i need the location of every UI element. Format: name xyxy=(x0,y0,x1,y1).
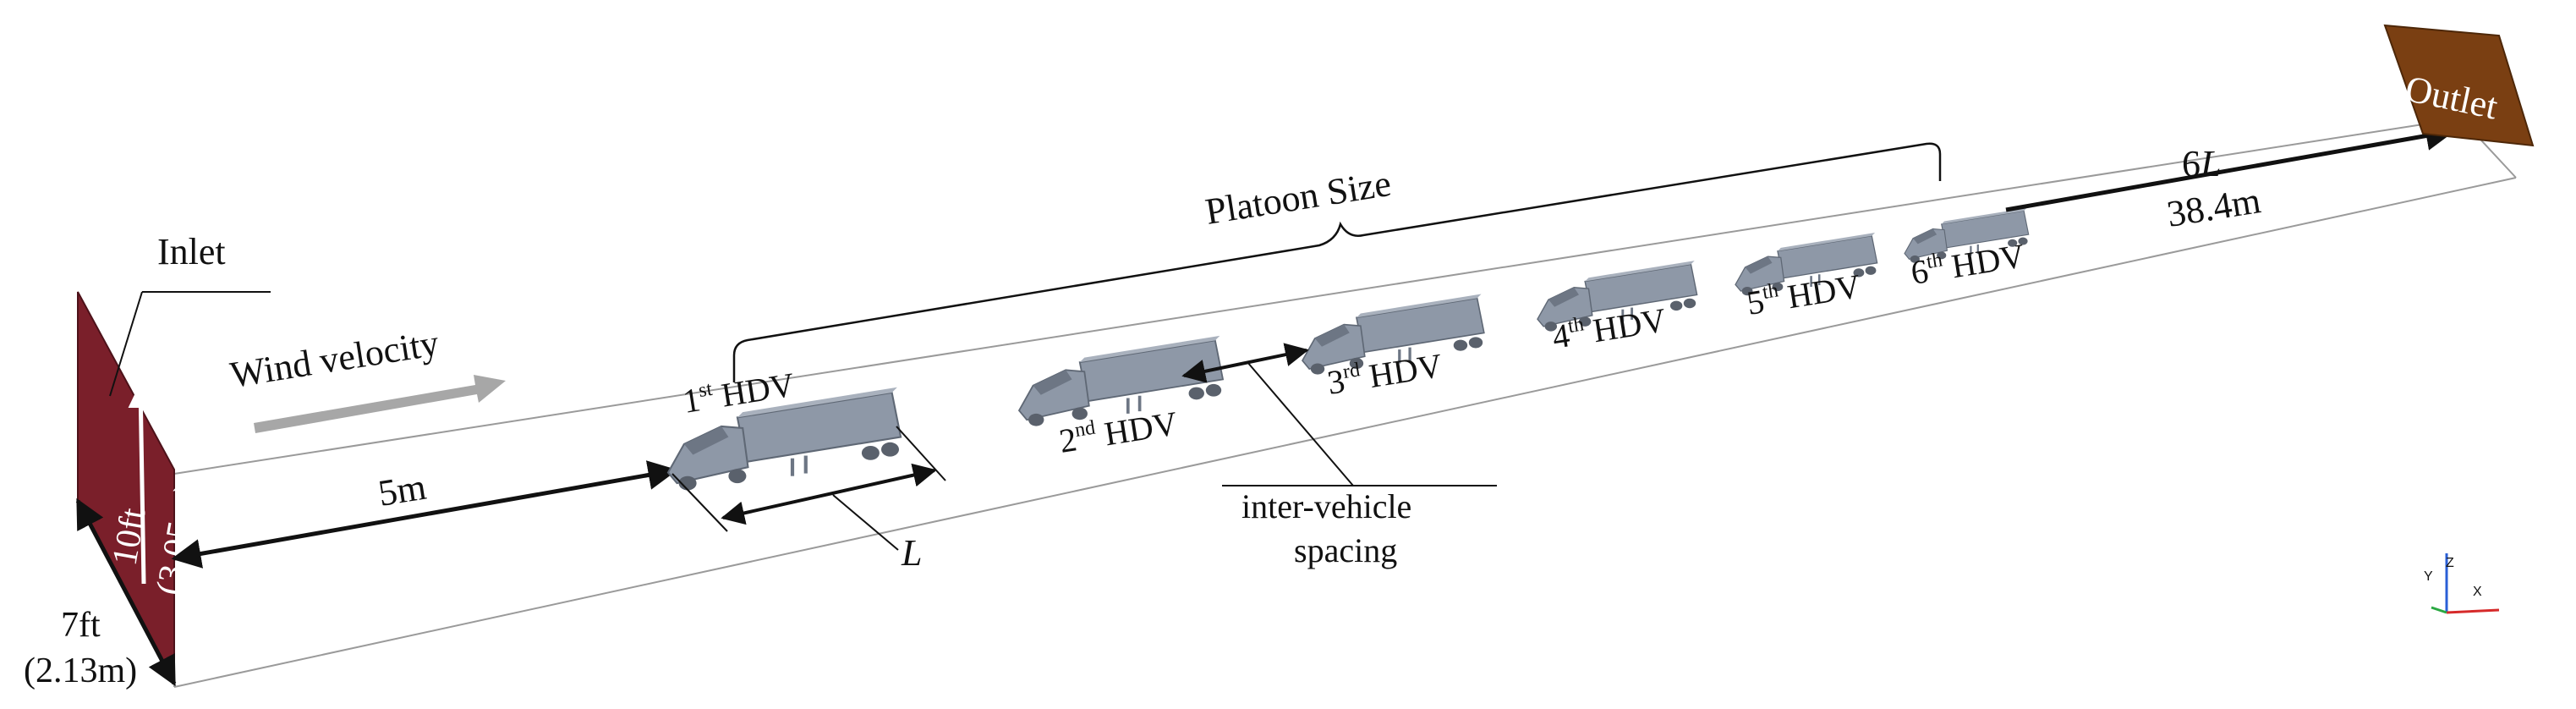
inter-vehicle-spacing-arrow xyxy=(1181,343,1309,383)
axis-triad: Z Y X xyxy=(2424,553,2500,614)
inter-vehicle-spacing-leader xyxy=(1247,361,1354,486)
vehicle-length-leader xyxy=(832,494,899,551)
inlet-leader-line xyxy=(109,291,143,397)
inter-vehicle-label-line1: inter-vehicle xyxy=(1241,487,1411,525)
vehicle-length-tick xyxy=(671,473,728,532)
inlet-width-arrow xyxy=(75,497,177,687)
axis-x-label: X xyxy=(2473,585,2482,599)
outlet-distance-six-l: 6L xyxy=(2182,143,2221,184)
vehicle-length-tick xyxy=(896,426,946,481)
platoon-size-bracket xyxy=(732,142,1942,382)
axis-y-label: Y xyxy=(2424,569,2433,584)
inter-vehicle-label-line2: spacing xyxy=(1294,531,1397,569)
outlet-distance-label: 38.4m xyxy=(2164,179,2264,235)
vehicle-length-arrow xyxy=(721,463,937,525)
inlet-distance-label: 5m xyxy=(375,466,429,514)
inlet-width-ft: 7ft xyxy=(61,606,101,645)
outlet-distance-arrow xyxy=(2005,121,2456,212)
wind-velocity-label: Wind velocity xyxy=(227,322,441,396)
axis-z-label: Z xyxy=(2446,556,2454,570)
inlet-label: Inlet xyxy=(157,231,226,272)
vehicle-length-label: L xyxy=(901,532,922,574)
outlet-plane xyxy=(2383,24,2535,147)
inlet-distance-arrow xyxy=(171,460,678,569)
inlet-width-m: (2.13m) xyxy=(24,651,137,690)
platoon-size-label: Platoon Size xyxy=(1203,162,1394,233)
wind-velocity-arrow xyxy=(254,375,506,433)
